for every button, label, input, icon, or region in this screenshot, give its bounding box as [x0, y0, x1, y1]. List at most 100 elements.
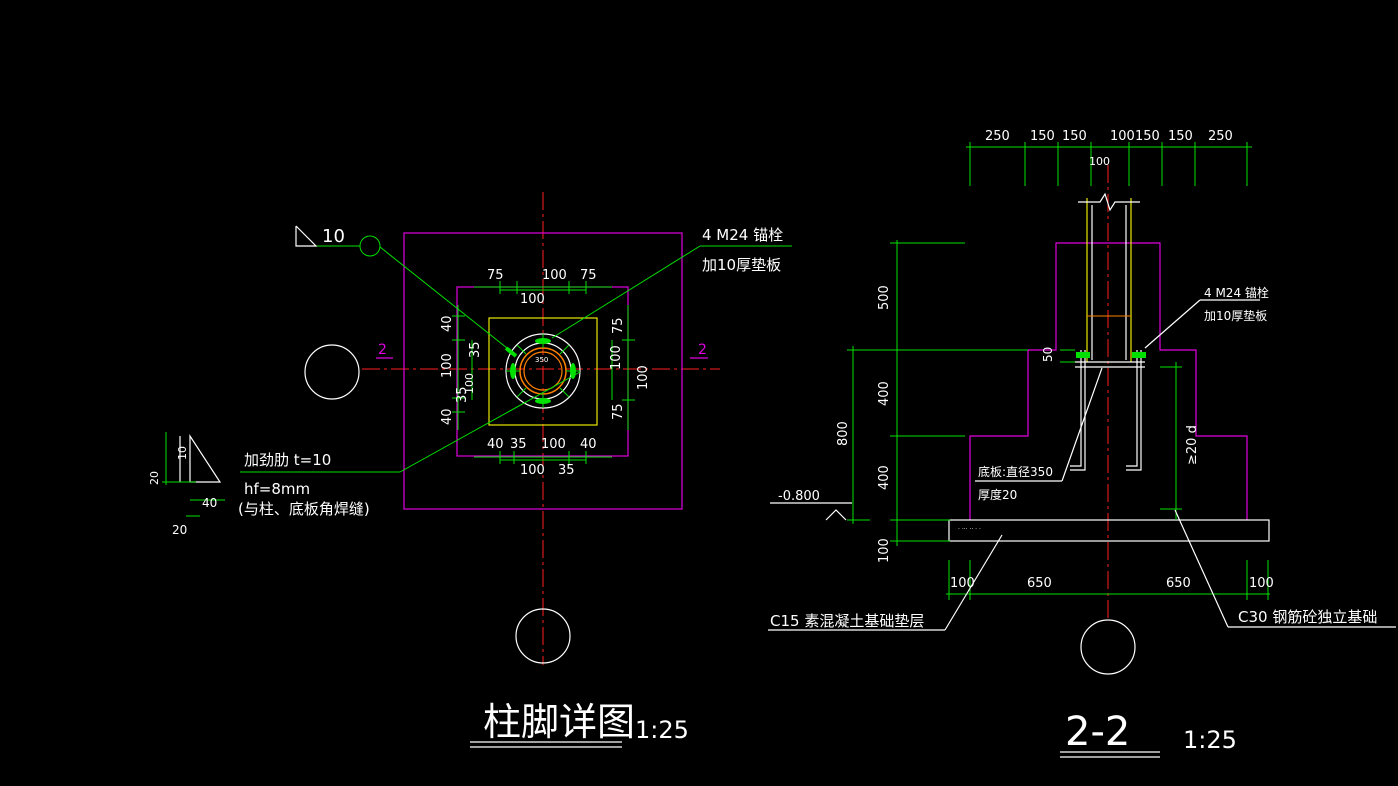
- sec-bottom-dim-4: 100: [1249, 576, 1274, 591]
- fillet-weld-icon: [295, 225, 318, 247]
- sec-anchor-label-2: 加10厚垫板: [1204, 308, 1267, 323]
- bottom-dim-4: 40: [580, 437, 597, 452]
- weld-all-around-icon: [359, 235, 381, 257]
- top-dimension-lines: [474, 281, 612, 294]
- sec-left-small: 50: [1041, 347, 1055, 362]
- rib-detail-dim-lines: [162, 432, 225, 517]
- rib-dim-3: 40: [202, 496, 217, 510]
- axis-bubble-bottom: [515, 608, 571, 664]
- base-label-2: 厚度20: [978, 487, 1017, 502]
- sec-left-dim-2: 400: [877, 381, 892, 406]
- embed-dim-lines: [1160, 362, 1182, 520]
- sec-left-dim-4: 100: [877, 538, 892, 563]
- right-dim-4: 75: [611, 403, 626, 420]
- anchor-bolts-section: [1070, 350, 1142, 471]
- column-wall: [523, 351, 563, 391]
- footing-label: C30 钢筋砼独立基础: [1238, 608, 1377, 626]
- sec-top-dim-3: 150: [1062, 129, 1087, 144]
- right-dim-3: 100: [636, 365, 651, 390]
- right-dim-2: 100: [609, 345, 624, 370]
- right-dim-1: 75: [611, 317, 626, 334]
- left-dim-2: 35: [468, 341, 483, 358]
- footing-leader: [1174, 509, 1229, 628]
- section-mark-left: 2: [378, 342, 387, 358]
- top-dim-2: 100: [542, 268, 567, 283]
- anchor-nuts: [1076, 352, 1146, 358]
- axis-bubble-left: [304, 344, 360, 400]
- sec-top-dim-2: 150: [1030, 129, 1055, 144]
- left-dimension-lines: [452, 305, 473, 430]
- section-top-dim-lines: [966, 142, 1252, 186]
- anchor-leader: [551, 245, 701, 339]
- footing-profile: [969, 242, 1248, 520]
- rib-label-1: 加劲肋 t=10: [244, 451, 331, 469]
- left-dim-3: 100: [440, 353, 455, 378]
- embed-label: ≥20 d: [1185, 425, 1200, 465]
- base-label-1: 底板:直径350: [978, 464, 1053, 479]
- section-mark-right: 2: [698, 342, 707, 358]
- right-dimension-lines: [611, 305, 635, 430]
- left-dim-1: 40: [440, 315, 455, 332]
- left-dim-6: 35: [455, 386, 470, 403]
- rib-detail-triangle: [189, 433, 222, 483]
- weld-size: 10: [322, 226, 345, 247]
- break-line: [1078, 192, 1140, 212]
- rib-dim-1: 20: [148, 471, 161, 485]
- sec-left-total: 800: [836, 421, 851, 446]
- right-scale: 1:25: [1183, 726, 1237, 754]
- pad-leader: [944, 534, 1003, 631]
- section-bottom-dim-lines: [946, 560, 1270, 600]
- sec-anchor-label-1: 4 M24 锚栓: [1204, 285, 1269, 300]
- left-dim-5: 40: [440, 408, 455, 425]
- sec-bottom-dim-3: 650: [1166, 576, 1191, 591]
- elevation-triangle: [825, 509, 847, 521]
- sec-top-dim-6: 150: [1168, 129, 1193, 144]
- sec-anchor-leader: [1144, 299, 1201, 349]
- sec-top-dim-1: 250: [985, 129, 1010, 144]
- anchor-label-1: 4 M24 锚栓: [702, 226, 783, 244]
- bottom-dim-2: 35: [510, 437, 527, 452]
- left-title: 柱脚详图: [483, 700, 635, 744]
- bottom-dim-6: 35: [558, 463, 575, 478]
- section-2-2: 250 150 150 100 150 150 250 100 · ··· ··…: [768, 129, 1396, 758]
- bottom-dim-1: 40: [487, 437, 504, 452]
- base-plate: [488, 317, 598, 426]
- steel-column: [1086, 198, 1132, 362]
- top-dim-inner: 100: [520, 292, 545, 307]
- weld-leader: [379, 246, 513, 353]
- sec-bottom-dim-1: 100: [950, 576, 975, 591]
- left-dim-4: 100: [463, 373, 476, 394]
- concrete-pad: [948, 519, 1270, 542]
- column-base-plan: 2 2 350: [148, 192, 792, 748]
- sec-bottom-dim-2: 650: [1027, 576, 1052, 591]
- rib-leader: [399, 371, 581, 473]
- pad-hatch: · ··· ·· · ·: [958, 526, 981, 533]
- sec-top-dim-7: 250: [1208, 129, 1233, 144]
- bottom-dimension-lines: [474, 451, 612, 464]
- bottom-dim-5: 100: [520, 463, 545, 478]
- rib-label-3: (与柱、底板角焊缝): [238, 500, 370, 518]
- sec-left-dim-3: 400: [877, 465, 892, 490]
- sec-top-dim-4: 100: [1110, 129, 1135, 144]
- footing-outline: [403, 232, 683, 510]
- weld-arrow-head: [504, 346, 518, 358]
- anchor-label-2: 加10厚垫板: [702, 256, 781, 274]
- right-title: 2-2: [1065, 709, 1130, 755]
- rib-dim-4: 20: [172, 523, 187, 537]
- rib-label-2: hf=8mm: [244, 480, 310, 498]
- top-dim-1: 75: [487, 268, 504, 283]
- pad-label: C15 素混凝土基础垫层: [770, 612, 924, 630]
- section-left-dim-lines: [847, 240, 1075, 546]
- sec-top-dim-center: 100: [1089, 155, 1110, 168]
- sec-top-dim-5: 150: [1135, 129, 1160, 144]
- left-scale: 1:25: [635, 716, 689, 744]
- sec-left-dim-1: 500: [877, 285, 892, 310]
- plate-dim-label: 350: [535, 356, 548, 364]
- elevation-label: -0.800: [778, 489, 820, 504]
- bottom-dim-3: 100: [541, 437, 566, 452]
- rib-dim-2: 10: [176, 446, 189, 460]
- base-leader: [1061, 367, 1103, 482]
- axis-bubble-section: [1080, 619, 1136, 675]
- top-dim-3: 75: [580, 268, 597, 283]
